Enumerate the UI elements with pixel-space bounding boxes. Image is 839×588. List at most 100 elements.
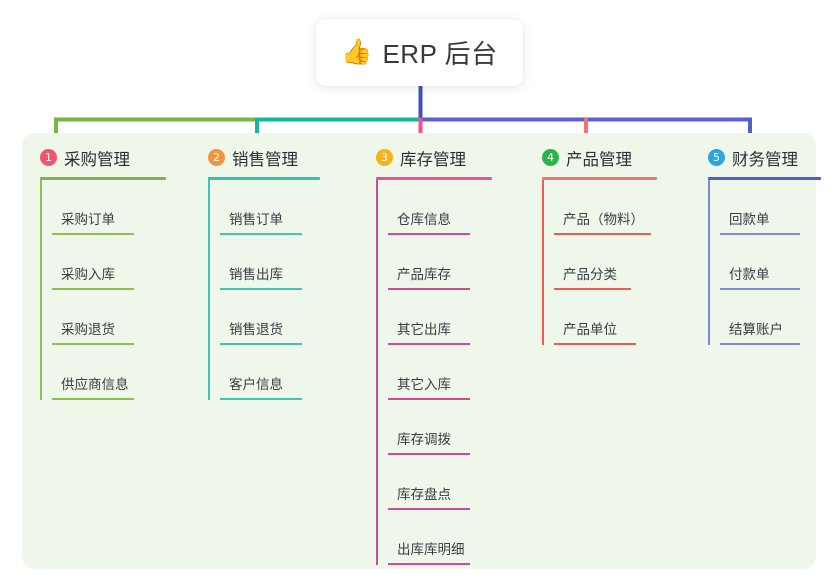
list-item[interactable]: 出库库明细 [388, 510, 526, 565]
list-item[interactable]: 回款单 [720, 180, 816, 235]
list-item-underline [220, 233, 302, 235]
column-underline [376, 177, 492, 180]
column-title: 销售管理 [232, 150, 298, 169]
root-node-card[interactable]: 👍 ERP 后台 [316, 19, 523, 86]
column-container: 1 采购管理采购订单采购入库采购退货供应商信息 2 销售管理销售订单销售出库销售退货客… [22, 133, 821, 569]
thumbs-up-icon: 👍 [341, 38, 373, 66]
list-item-label: 产品单位 [563, 322, 617, 338]
list-item-label: 库存调拨 [397, 432, 451, 448]
list-item[interactable]: 库存调拨 [388, 400, 526, 455]
list-item[interactable]: 产品库存 [388, 235, 526, 290]
column-spine [40, 180, 42, 400]
list-item-underline [388, 288, 470, 290]
list-item-label: 采购入库 [61, 267, 115, 283]
column-item-list: 采购订单采购入库采购退货供应商信息 [40, 180, 192, 400]
list-item-label: 产品（物料） [563, 212, 644, 228]
column-underline [208, 177, 320, 180]
list-item[interactable]: 采购退货 [52, 290, 192, 345]
column-index-badge: 1 [40, 149, 57, 166]
column-index-badge: 3 [376, 149, 393, 166]
list-item-underline [220, 398, 302, 400]
list-item-label: 回款单 [729, 212, 770, 228]
list-item[interactable]: 仓库信息 [388, 180, 526, 235]
list-item[interactable]: 付款单 [720, 235, 816, 290]
list-item-label: 结算账户 [729, 322, 783, 338]
list-item-underline [388, 453, 470, 455]
list-item[interactable]: 采购入库 [52, 235, 192, 290]
column-index-badge: 4 [542, 149, 559, 166]
diagram-panel [22, 133, 816, 569]
list-item-label: 采购订单 [61, 212, 115, 228]
column-spine [542, 180, 544, 345]
list-item[interactable]: 库存盘点 [388, 455, 526, 510]
list-item[interactable]: 产品单位 [554, 290, 691, 345]
list-item-label: 产品库存 [397, 267, 451, 283]
list-item-underline [720, 233, 800, 235]
column-title: 财务管理 [732, 150, 798, 169]
list-item[interactable]: 产品分类 [554, 235, 691, 290]
list-item[interactable]: 产品（物料） [554, 180, 691, 235]
column-item-list: 回款单付款单结算账户 [708, 180, 816, 345]
column-header[interactable]: 4 产品管理 [542, 133, 691, 173]
list-item-label: 库存盘点 [397, 487, 451, 503]
list-item[interactable]: 销售出库 [220, 235, 359, 290]
list-item-underline [720, 343, 800, 345]
list-item-underline [388, 343, 470, 345]
list-item[interactable]: 供应商信息 [52, 345, 192, 400]
column-item-list: 产品（物料） 产品分类产品单位 [542, 180, 691, 345]
column-财务管理: 5 财务管理回款单付款单结算账户 [691, 133, 821, 569]
list-item-underline [52, 233, 134, 235]
list-item-underline [52, 288, 134, 290]
list-item-underline [388, 398, 470, 400]
list-item-underline [388, 563, 470, 565]
column-采购管理: 1 采购管理采购订单采购入库采购退货供应商信息 [22, 133, 192, 569]
list-item-label: 仓库信息 [397, 212, 451, 228]
column-产品管理: 4 产品管理产品（物料） 产品分类产品单位 [526, 133, 691, 569]
list-item-underline [220, 343, 302, 345]
list-item-underline [720, 288, 800, 290]
column-item-list: 仓库信息产品库存其它出库其它入库库存调拨库存盘点出库库明细 [376, 180, 526, 565]
column-title: 采购管理 [64, 150, 130, 169]
list-item-underline [554, 288, 631, 290]
column-title: 库存管理 [400, 150, 466, 169]
column-underline [542, 177, 657, 180]
column-index-badge: 2 [208, 149, 225, 166]
list-item-label: 供应商信息 [61, 377, 129, 393]
list-item-underline [554, 233, 651, 235]
list-item[interactable]: 其它入库 [388, 345, 526, 400]
list-item[interactable]: 客户信息 [220, 345, 359, 400]
column-header[interactable]: 1 采购管理 [40, 133, 192, 173]
list-item-underline [388, 233, 470, 235]
list-item[interactable]: 结算账户 [720, 290, 816, 345]
column-header[interactable]: 5 财务管理 [708, 133, 816, 173]
column-underline [708, 177, 821, 180]
list-item[interactable]: 其它出库 [388, 290, 526, 345]
column-title: 产品管理 [566, 150, 632, 169]
column-库存管理: 3 库存管理仓库信息产品库存其它出库其它入库库存调拨库存盘点出库库明细 [359, 133, 526, 569]
list-item-label: 出库库明细 [397, 542, 465, 558]
list-item-underline [220, 288, 302, 290]
list-item-label: 其它入库 [397, 377, 451, 393]
list-item-underline [52, 343, 134, 345]
column-header[interactable]: 2 销售管理 [208, 133, 359, 173]
list-item-label: 销售订单 [229, 212, 283, 228]
list-item-label: 其它出库 [397, 322, 451, 338]
column-spine [208, 180, 210, 400]
column-item-list: 销售订单销售出库销售退货客户信息 [208, 180, 359, 400]
list-item-label: 销售退货 [229, 322, 283, 338]
column-header[interactable]: 3 库存管理 [376, 133, 526, 173]
column-销售管理: 2 销售管理销售订单销售出库销售退货客户信息 [192, 133, 359, 569]
list-item-underline [388, 508, 470, 510]
list-item-label: 付款单 [729, 267, 770, 283]
list-item-label: 客户信息 [229, 377, 283, 393]
root-node-title: ERP 后台 [382, 39, 498, 69]
column-spine [708, 180, 710, 345]
column-index-badge: 5 [708, 149, 725, 166]
list-item[interactable]: 采购订单 [52, 180, 192, 235]
list-item[interactable]: 销售订单 [220, 180, 359, 235]
list-item-label: 产品分类 [563, 267, 617, 283]
list-item[interactable]: 销售退货 [220, 290, 359, 345]
list-item-label: 销售出库 [229, 267, 283, 283]
column-spine [376, 180, 378, 565]
list-item-label: 采购退货 [61, 322, 115, 338]
